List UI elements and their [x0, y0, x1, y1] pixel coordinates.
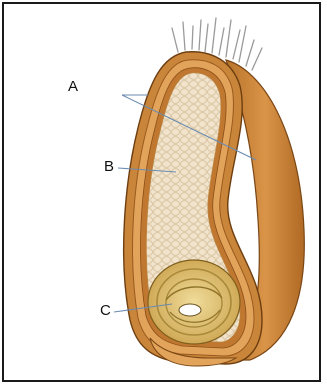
embryo-center: [179, 304, 201, 316]
label-a: A: [68, 78, 78, 95]
label-c: C: [100, 302, 111, 319]
embryo: [148, 260, 240, 344]
label-b: B: [104, 158, 114, 175]
